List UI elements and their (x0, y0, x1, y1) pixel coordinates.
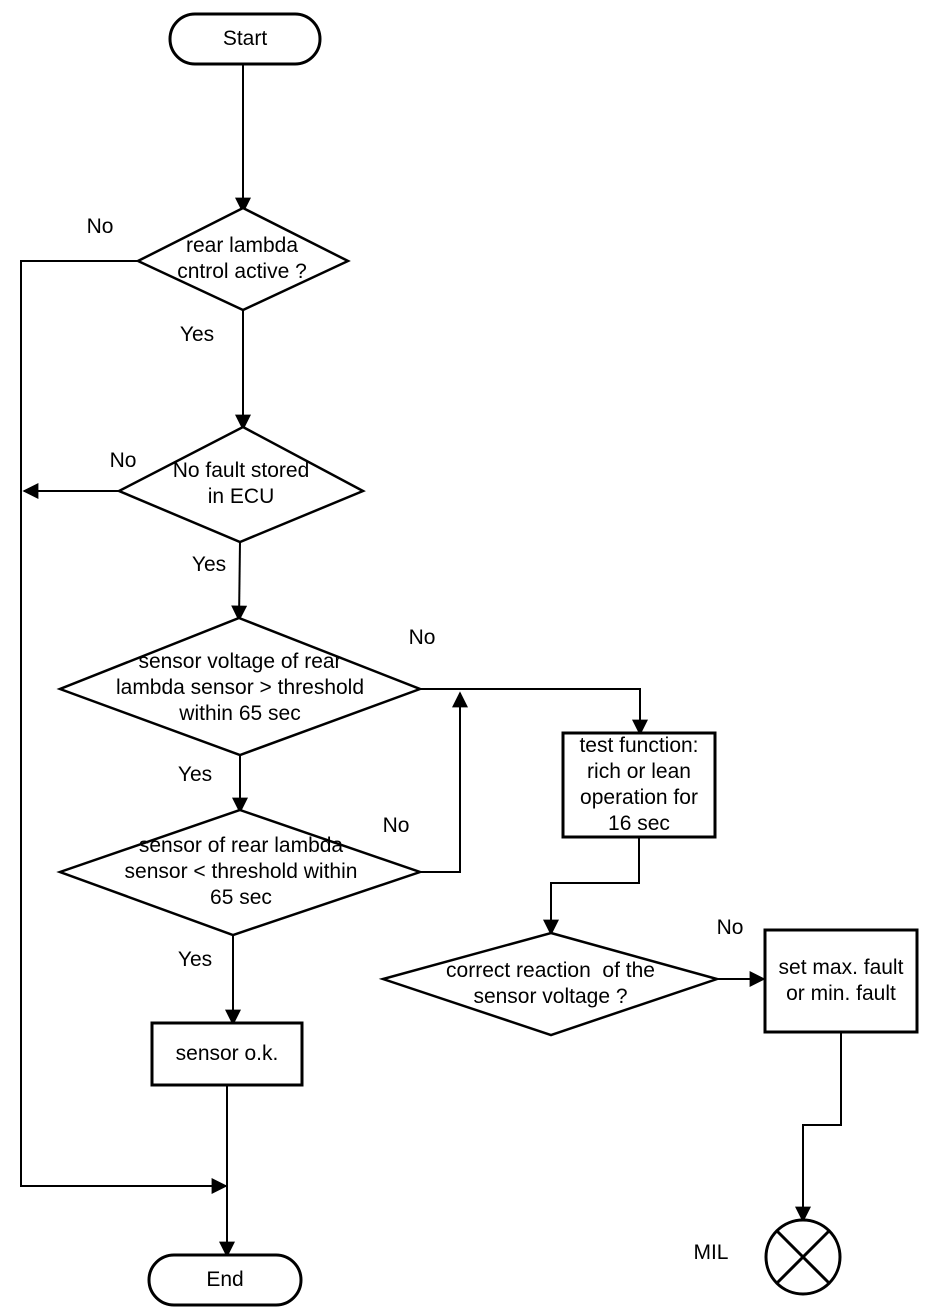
test-function-box-shape (561, 731, 717, 839)
edge-d1-no-trunk (20, 260, 228, 1194)
start-node-label: Start (222, 27, 268, 50)
start-node-shape (168, 12, 322, 66)
mil-label: MIL (693, 1241, 729, 1264)
branch-label-d4-no: No (382, 814, 410, 837)
sensor-ok-box-label: sensor o.k. (175, 1042, 279, 1065)
end-node-label: End (206, 1268, 244, 1291)
decision-voltage-above-shape (56, 616, 424, 757)
decision-correct-reaction-shape (378, 931, 722, 1037)
edge-test-to-d5 (543, 837, 640, 936)
branch-label-d2-no: No (109, 449, 137, 472)
end-node-shape (147, 1253, 303, 1307)
decision-voltage-below-label: sensor of rear lambda sensor < threshold… (124, 834, 358, 909)
decision-no-fault-shape (116, 425, 366, 544)
branch-label-d3-yes: Yes (177, 763, 213, 786)
decision-rear-lambda-shape (135, 206, 351, 312)
sensor-ok-box-shape (150, 1021, 304, 1087)
edge-d2-yes (231, 541, 248, 622)
mil-lamp-icon (764, 1218, 842, 1296)
branch-label-d4-yes: Yes (177, 948, 213, 971)
branch-label-d5-no: No (716, 916, 744, 939)
edge-d4-no-up (420, 691, 468, 873)
decision-no-fault-label: No fault stored in ECU (172, 459, 310, 508)
branch-label-d1-no: No (86, 215, 114, 238)
branch-label-d3-no: No (408, 626, 436, 649)
decision-voltage-below-shape (56, 808, 424, 937)
decision-voltage-above-label: sensor voltage of rear lambda sensor > t… (115, 650, 365, 725)
branch-label-d2-yes: Yes (191, 553, 227, 576)
decision-correct-reaction-label: correct reaction of the sensor voltage ? (446, 959, 655, 1008)
edge-set-to-mil (795, 1032, 842, 1223)
set-fault-box-label: set max. fault or min. fault (778, 956, 904, 1005)
decision-rear-lambda-label: rear lambda cntrol active ? (177, 234, 307, 283)
test-function-box-label: test function: rich or lean operation fo… (579, 734, 699, 835)
set-fault-box-shape (763, 928, 919, 1034)
edge-d3-no-to-test (420, 688, 648, 736)
branch-label-d1-yes: Yes (179, 323, 215, 346)
